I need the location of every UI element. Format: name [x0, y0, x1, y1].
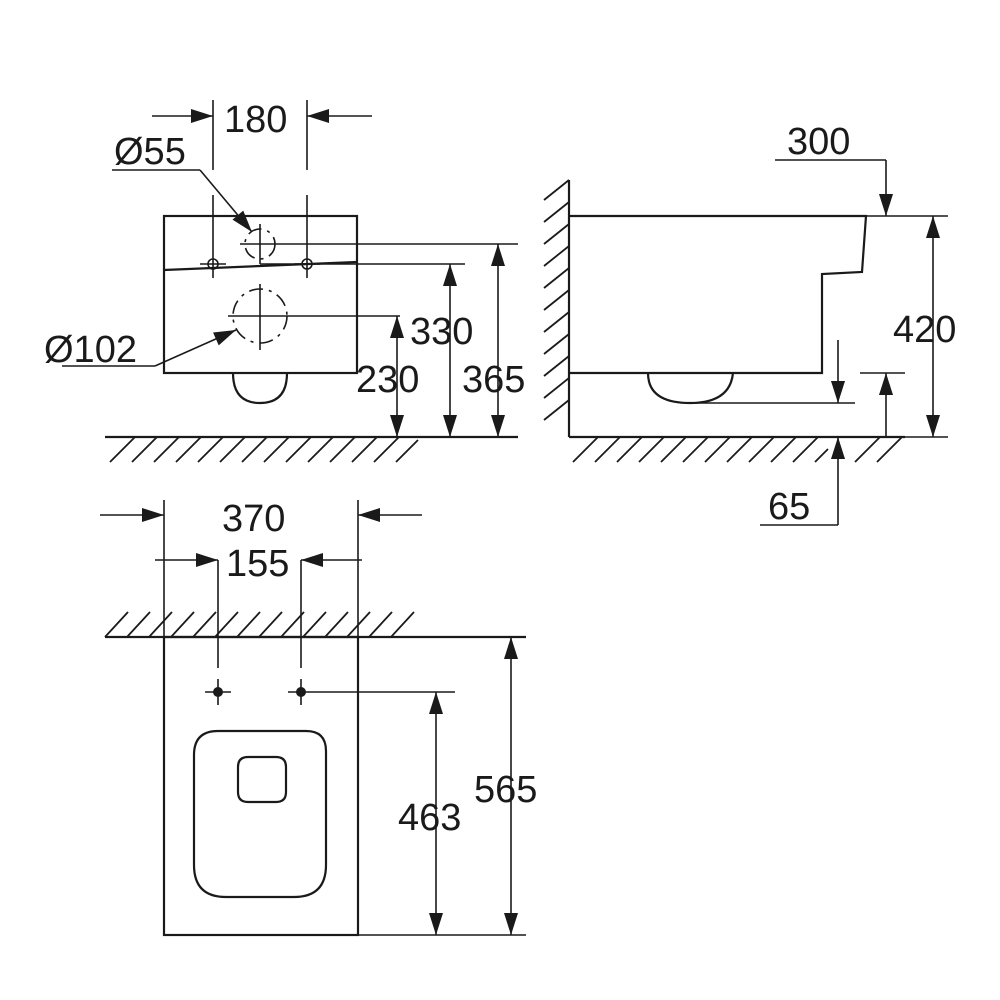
top-view-body: [162, 635, 360, 937]
waste-outlet-circle: [228, 284, 400, 350]
dimension-300-label: 300: [787, 121, 850, 163]
top-bolt-left: [205, 560, 231, 705]
diameter-55-label: Ø55: [114, 131, 186, 173]
dimension-155: 155: [155, 543, 362, 585]
bolt-hole-left: [200, 195, 226, 278]
top-bolt-right: [288, 560, 455, 705]
leader-diameter-102: Ø102: [44, 323, 239, 371]
top-view: 370 155 463 565: [100, 498, 537, 937]
dimension-65: 65: [760, 340, 905, 528]
dimension-180-label: 180: [224, 99, 287, 141]
dimension-230-label: 230: [356, 359, 419, 401]
water-inlet-circle: [240, 224, 518, 264]
front-view: 180 Ø55 Ø102: [44, 99, 525, 463]
dimension-565-label: 565: [474, 769, 537, 811]
dimension-365: 365: [462, 244, 525, 437]
dimension-370-label: 370: [222, 498, 285, 540]
side-view: 300 420 65: [543, 121, 956, 528]
dimension-463-label: 463: [398, 797, 461, 839]
leader-diameter-55: Ø55: [112, 131, 258, 237]
diameter-102-label: Ø102: [44, 329, 137, 371]
side-floor: [569, 435, 905, 463]
front-floor: [105, 435, 518, 463]
dimension-565: 565: [358, 637, 537, 936]
dimension-300: 300: [775, 121, 948, 217]
side-wall: [543, 179, 571, 437]
dimension-155-label: 155: [226, 543, 289, 585]
dimension-463: 463: [398, 692, 461, 935]
dimension-330-label: 330: [410, 311, 473, 353]
dimension-420: 420: [893, 216, 956, 438]
dimension-420-label: 420: [893, 309, 956, 351]
dimension-330: 330: [260, 263, 473, 437]
dimension-365-label: 365: [462, 359, 525, 401]
side-view-body: [569, 214, 868, 405]
top-wall: [104, 611, 526, 639]
dimension-370: 370: [100, 498, 422, 637]
dimension-180: 180: [152, 99, 372, 170]
dimension-230: 230: [356, 316, 419, 437]
dimension-65-label: 65: [768, 486, 810, 528]
